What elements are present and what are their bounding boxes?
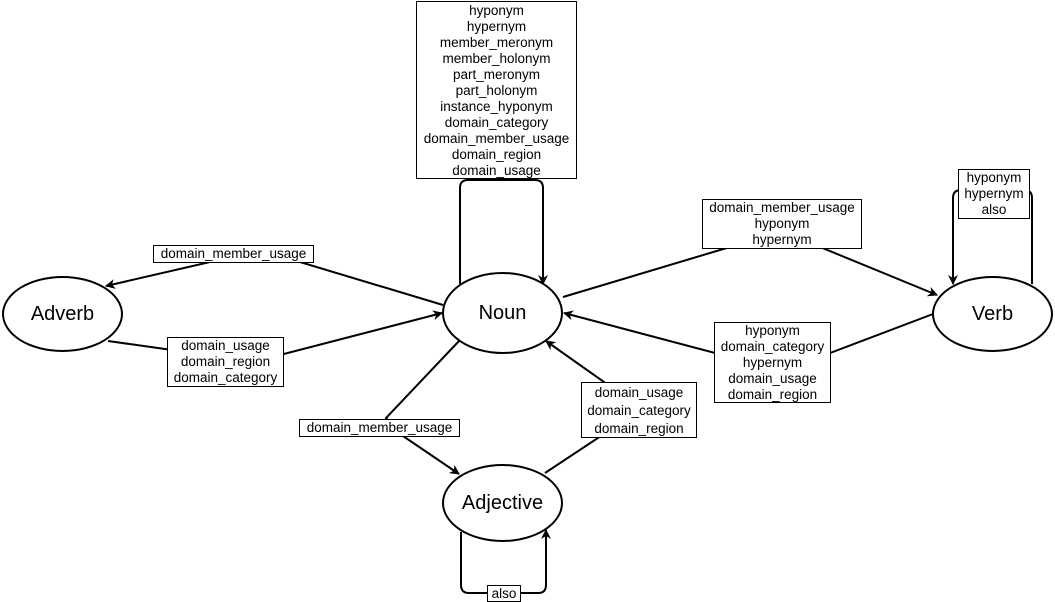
relation-label: domain_usage [181, 338, 270, 353]
edge-noun-to-verb [562, 246, 938, 298]
edge-noun-to-adjective [384, 340, 460, 475]
relation-label: hyponym [754, 216, 810, 231]
relation-label: also [981, 202, 1007, 217]
relation-label: domain_region [180, 354, 271, 369]
edge-noun-to-adverb [105, 261, 444, 306]
node-noun[interactable]: Noun [442, 272, 563, 354]
node-adverb-label: Adverb [30, 302, 95, 325]
node-noun-label: Noun [478, 301, 527, 324]
relation-label: member_holonym [442, 51, 551, 66]
relation-label: domain_region [451, 147, 542, 162]
relation-label: hyponym [469, 3, 524, 18]
node-adjective[interactable]: Adjective [442, 464, 563, 542]
edge-label-noun-self: hyponym hypernym member_meronym member_h… [416, 1, 577, 179]
relation-label: also [491, 586, 517, 601]
relation-label: domain_member_usage [306, 420, 453, 435]
relation-label: hypernym [742, 355, 803, 370]
node-adjective-label: Adjective [461, 491, 544, 514]
relation-label: domain_category [444, 115, 549, 130]
edge-label-noun-to-adjective: domain_member_usage [299, 419, 460, 437]
edge-label-verb-self: hyponym hypernym also [958, 169, 1030, 219]
node-verb[interactable]: Verb [932, 276, 1053, 352]
relation-label: hyponym [966, 170, 1022, 185]
edge-label-noun-to-adverb: domain_member_usage [153, 245, 314, 263]
node-adverb[interactable]: Adverb [2, 276, 123, 352]
relation-label: domain_category [173, 370, 278, 385]
edge-label-verb-to-noun: hyponym domain_category hypernym domain_… [714, 322, 831, 403]
edge-noun-self [459, 179, 548, 285]
node-verb-label: Verb [971, 302, 1014, 325]
relation-label: instance_hyponym [440, 99, 553, 114]
edge-label-adjective-self: also [487, 585, 521, 602]
relation-label: hyponym [745, 323, 800, 338]
relation-label: domain_category [587, 403, 691, 418]
relation-label: domain_member_usage [160, 246, 307, 261]
relation-label: hypernym [964, 186, 1024, 201]
relation-label: hypernym [752, 232, 812, 247]
edge-label-noun-to-verb: domain_member_usage hyponym hypernym [702, 199, 862, 249]
relation-label: domain_usage [728, 371, 817, 386]
relation-label: part_meronym [452, 67, 541, 82]
relation-label: domain_member_usage [423, 131, 570, 146]
edge-label-adjective-to-noun: domain_usage domain_category domain_regi… [581, 382, 697, 438]
relation-label: domain_region [594, 421, 684, 436]
relation-label: domain_member_usage [709, 200, 855, 215]
relation-label: domain_usage [452, 163, 541, 178]
relation-label: domain_region [727, 387, 818, 402]
relation-label: member_meronym [439, 35, 554, 50]
relation-label: part_holonym [455, 83, 538, 98]
relation-label: domain_category [720, 339, 825, 354]
relation-label: hypernym [466, 19, 527, 34]
relation-label: domain_usage [594, 385, 684, 400]
edge-label-adverb-to-noun: domain_usage domain_region domain_catego… [167, 337, 284, 387]
